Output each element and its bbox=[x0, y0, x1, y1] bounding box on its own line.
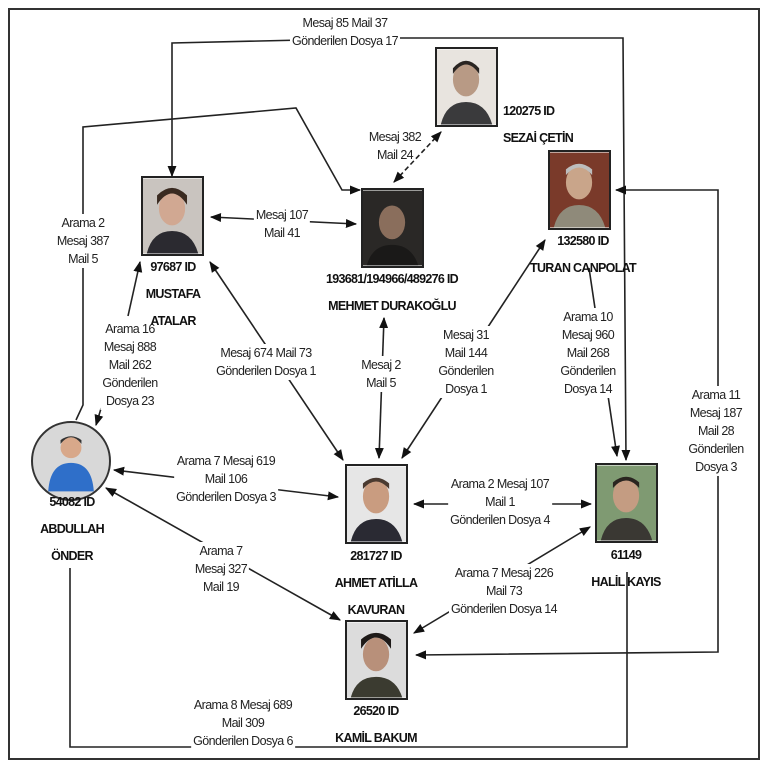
person-id: 193681/194966/489276 ID bbox=[326, 272, 459, 286]
edge-label-abdullah-mustafa: Arama 16 Mesaj 888 Mail 262 Gönderilen D… bbox=[100, 320, 160, 410]
person-id: 26520 ID bbox=[353, 704, 399, 718]
person-photo-icon bbox=[143, 178, 202, 254]
diagram-frame bbox=[8, 8, 760, 760]
edge-label-abdullah-mehmet: Arama 2 Mesaj 387 Mail 5 bbox=[54, 214, 112, 268]
person-id: 281727 ID bbox=[350, 549, 402, 563]
person-id: 61149 bbox=[610, 548, 642, 562]
person-photo-icon bbox=[550, 152, 609, 228]
edge-label-abdullah-ahmet: Arama 7 Mesaj 619 Mail 106 Gönderilen Do… bbox=[174, 452, 278, 506]
photo-mustafa bbox=[141, 176, 204, 256]
person-name: TURAN CANPOLAT bbox=[530, 261, 637, 275]
person-id: 120275 ID bbox=[503, 104, 555, 118]
person-photo-icon bbox=[347, 466, 406, 542]
person-name: ABDULLAH ÖNDER bbox=[40, 522, 105, 563]
person-photo-icon bbox=[363, 190, 422, 266]
edge-abdullah-mustafa-up bbox=[127, 260, 143, 317]
edge-label-halil-kamil: Arama 7 Mesaj 226 Mail 73 Gönderilen Dos… bbox=[448, 564, 560, 618]
person-photo-icon bbox=[597, 465, 656, 541]
edge-label-mustafa-halil: Mesaj 85 Mail 37 Gönderilen Dosya 17 bbox=[289, 14, 401, 50]
person-avatar-icon bbox=[48, 436, 94, 492]
edge-label-mehmet-sezai: Mesaj 382 Mail 24 bbox=[368, 130, 422, 162]
edge-label-ahmet-mehmet: Mesaj 2 Mail 5 bbox=[359, 356, 403, 392]
person-name: AHMET ATİLLA KAVURAN bbox=[334, 576, 418, 617]
person-name: HALİL KAYIS bbox=[591, 575, 661, 589]
photo-kamil bbox=[345, 620, 408, 700]
edge-abdullah-mehmet bbox=[75, 107, 362, 421]
edge-mehmet-sezai bbox=[393, 131, 442, 183]
mehmet-label: 193681/194966/489276 ID MEHMET DURAKOĞLU bbox=[326, 266, 459, 320]
avatar-abdullah bbox=[31, 421, 111, 501]
edge-label-ahmet-mustafa: Mesaj 674 Mail 73 Gönderilen Dosya 1 bbox=[214, 344, 318, 380]
edge-abdullah-halil bbox=[69, 568, 628, 748]
edge-label-kamil-turan: Arama 11 Mesaj 187 Mail 28 Gönderilen Do… bbox=[686, 386, 746, 476]
person-photo-icon bbox=[347, 622, 406, 698]
edge-label-turan-halil: Arama 10 Mesaj 960 Mail 268 Gönderilen D… bbox=[558, 308, 618, 398]
photo-sezai bbox=[435, 47, 498, 127]
sezai-label: 120275 ID SEZAİ ÇETİN bbox=[503, 98, 574, 152]
person-name: SEZAİ ÇETİN bbox=[503, 131, 574, 145]
edge-label-mustafa-mehmet: Mesaj 107 Mail 41 bbox=[253, 206, 311, 242]
photo-turan bbox=[548, 150, 611, 230]
mustafa-label: 97687 ID MUSTAFA ATALAR bbox=[146, 254, 201, 335]
edge-label-ahmet-halil: Arama 2 Mesaj 107 Mail 1 Gönderilen Dosy… bbox=[448, 475, 552, 529]
kamil-label: 26520 ID KAMİL BAKUM bbox=[335, 698, 417, 752]
person-id: 97687 ID bbox=[150, 260, 196, 274]
turan-label: 132580 ID TURAN CANPOLAT bbox=[530, 228, 637, 282]
person-photo-icon bbox=[437, 49, 496, 125]
abdullah-label: 54082 ID ABDULLAH ÖNDER bbox=[40, 489, 105, 570]
person-name: KAMİL BAKUM bbox=[335, 731, 417, 745]
edge-label-ahmet-turan: Mesaj 31 Mail 144 Gönderilen Dosya 1 bbox=[436, 326, 496, 398]
person-name: MUSTAFA ATALAR bbox=[145, 287, 201, 328]
person-id: 132580 ID bbox=[557, 234, 609, 248]
photo-ahmet bbox=[345, 464, 408, 544]
edge-label-abdullah-halil: Arama 8 Mesaj 689 Mail 309 Gönderilen Do… bbox=[191, 696, 295, 750]
edge-label-abdullah-kamil: Arama 7 Mesaj 327 Mail 19 bbox=[192, 542, 250, 596]
photo-mehmet bbox=[361, 188, 424, 268]
person-name: MEHMET DURAKOĞLU bbox=[328, 299, 456, 313]
ahmet-label: 281727 ID AHMET ATİLLA KAVURAN bbox=[335, 543, 418, 624]
photo-halil bbox=[595, 463, 658, 543]
person-id: 54082 ID bbox=[49, 495, 95, 509]
